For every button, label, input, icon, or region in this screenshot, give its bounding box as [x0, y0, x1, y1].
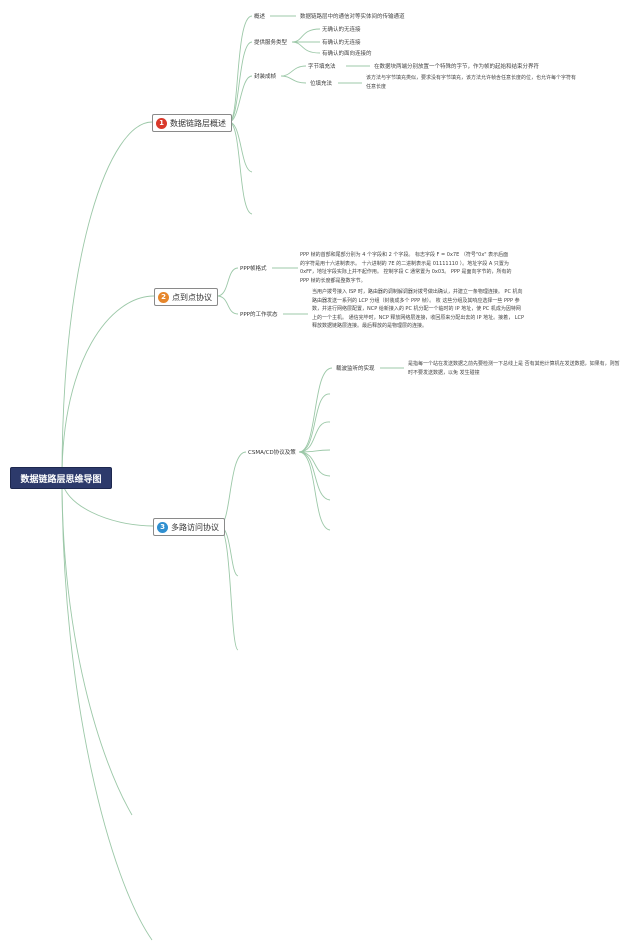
service-item[interactable]: 有确认的面向连接的: [322, 51, 372, 57]
branch-label: 点到点协议: [172, 292, 212, 302]
branch-data-link-overview[interactable]: 1 数据链路层概述: [152, 114, 232, 132]
branch-multiple-access[interactable]: 3 多路访问协议: [153, 518, 225, 536]
topic-service-types[interactable]: 提供服务类型: [254, 40, 288, 46]
bit-fill-text: 该方法与字节填充类似，要求没有字节填充，该方法允许帧含任意长度的位，也允许每个字…: [366, 75, 577, 90]
topic-ppp-frame-format[interactable]: PPP帧格式: [240, 266, 267, 272]
topic-overview[interactable]: 概述: [254, 14, 266, 20]
topic-byte-fill[interactable]: 字节填充法: [308, 64, 336, 70]
topic-framing[interactable]: 封装成帧: [254, 74, 277, 80]
topic-csma-cd[interactable]: CSMA/CD协议及策: [248, 450, 296, 456]
topic-carrier-sense[interactable]: 载波监听的实现: [336, 366, 375, 372]
number-badge: 2: [158, 291, 169, 303]
service-item[interactable]: 有确认的无连接: [322, 40, 361, 46]
number-badge: 1: [156, 117, 167, 129]
byte-fill-text: 在数据块两端分别放置一个特殊的字节，作为帧的起始和结束分界符: [374, 64, 540, 70]
number-badge: 3: [157, 521, 168, 533]
service-item[interactable]: 无确认的无连接: [322, 27, 361, 33]
root-topic[interactable]: 数据链路层思维导图: [10, 467, 112, 489]
overview-text: 数据链路层中的通信对等实体间的传输通道: [300, 14, 405, 20]
topic-ppp-working-state[interactable]: PPP的工作状态: [240, 312, 278, 318]
carrier-sense-text: 是指每一个站在发送数据之前先要检测一下总线上是 否有其他计算机在发送数据，如果有…: [408, 361, 620, 376]
topic-bit-fill[interactable]: 位填充法: [310, 81, 333, 87]
branch-point-to-point[interactable]: 2 点到点协议: [154, 288, 218, 306]
ppp-frame-format-text: PPP 帧的首部和尾部分别为 4 个字段和 2 个字段。 标志字段 F = 0x…: [300, 252, 512, 284]
branch-label: 数据链路层概述: [170, 118, 226, 128]
ppp-working-state-text: 当用户拨号接入 ISP 时，路由器的调制解调器对拨号做出确认，并建立一条物理连接…: [312, 289, 524, 330]
branch-label: 多路访问协议: [171, 522, 219, 532]
